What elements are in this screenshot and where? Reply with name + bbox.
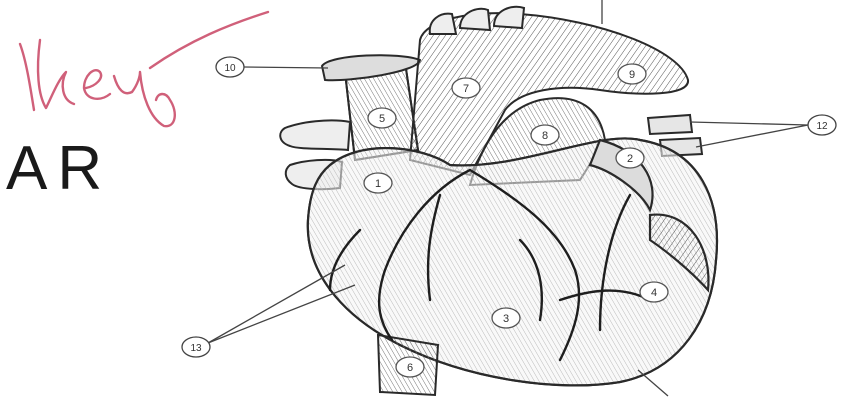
label-circle-2: 2 [616,148,644,168]
label-circle-5: 5 [368,108,396,128]
label-circle-1: 1 [364,173,392,193]
label-circle-9: 9 [618,64,646,84]
label-circle-8: 8 [531,125,559,145]
callout-12-label: 12 [816,121,828,132]
label-3: 3 [503,313,509,325]
callout-10-label: 10 [224,63,236,74]
callout-13: 13 [182,337,210,357]
label-5: 5 [379,113,385,125]
label-circle-6: 6 [396,357,424,377]
callout-10: 10 [216,57,244,77]
label-8: 8 [542,130,548,142]
label-circle-7: 7 [452,78,480,98]
label-9: 9 [629,69,635,81]
label-circle-3: 3 [492,308,520,328]
callout-12: 12 [808,115,836,135]
label-7: 7 [463,83,469,95]
label-6: 6 [407,362,413,374]
callout-13-label: 13 [190,343,202,354]
label-circle-4: 4 [640,282,668,302]
label-1: 1 [375,178,381,190]
label-4: 4 [651,287,657,299]
label-2: 2 [627,153,633,165]
